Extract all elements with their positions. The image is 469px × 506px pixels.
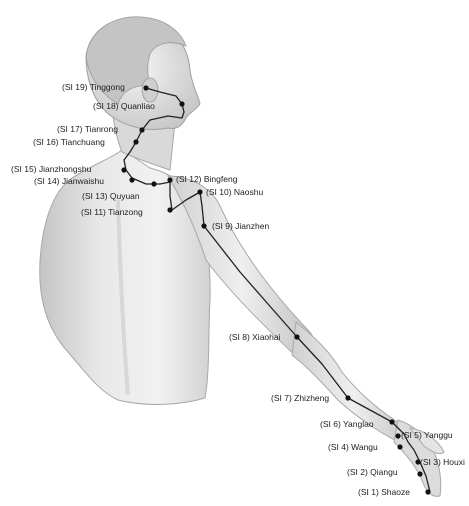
label-si-8: (SI 8) Xiaohai: [229, 332, 281, 342]
point-si-13: [151, 181, 156, 186]
point-si-19: [143, 85, 148, 90]
label-si-17: (SI 17) Tianrong: [57, 124, 118, 134]
label-si-15: (SI 15) Jianzhongshu: [11, 164, 91, 174]
label-si-7: (SI 7) Zhizheng: [271, 393, 329, 403]
label-si-19: (SI 19) Tinggong: [62, 82, 125, 92]
point-si-10: [197, 189, 202, 194]
label-si-14: (SI 14) Jianwaishu: [34, 176, 104, 186]
point-si-14: [129, 177, 134, 182]
point-si-5: [395, 433, 400, 438]
point-si-9: [201, 223, 206, 228]
point-si-16: [133, 139, 138, 144]
label-si-11: (SI 11) Tianzong: [81, 207, 143, 217]
label-si-16: (SI 16) Tianchuang: [33, 137, 105, 147]
point-si-11: [167, 207, 172, 212]
label-si-1: (SI 1) Shaoze: [358, 487, 410, 497]
label-si-18: (SI 18) Quanliao: [93, 101, 155, 111]
point-si-4: [397, 444, 402, 449]
label-si-9: (SI 9) Jianzhen: [212, 221, 269, 231]
label-si-3: (SI 3) Houxi: [420, 457, 469, 467]
point-si-1: [425, 489, 430, 494]
point-si-6: [389, 419, 394, 424]
point-si-8: [294, 334, 299, 339]
point-si-12: [167, 177, 172, 182]
label-si-13: (SI 13) Quyuan: [82, 191, 140, 201]
label-si-5: (SI 5) Yanggu: [401, 430, 453, 440]
point-si-7: [345, 395, 350, 400]
point-si-15: [121, 167, 126, 172]
point-si-17: [139, 127, 144, 132]
point-si-2: [417, 471, 422, 476]
label-si-6: (SI 6) Yanglao: [320, 419, 374, 429]
label-si-2: (SI 2) Qiangu: [347, 467, 398, 477]
point-si-18: [179, 101, 184, 106]
label-si-12: (SI 12) Bingfeng: [176, 174, 237, 184]
label-si-4: (SI 4) Wangu: [328, 442, 378, 452]
label-si-10: (SI 10) Naoshu: [206, 187, 263, 197]
